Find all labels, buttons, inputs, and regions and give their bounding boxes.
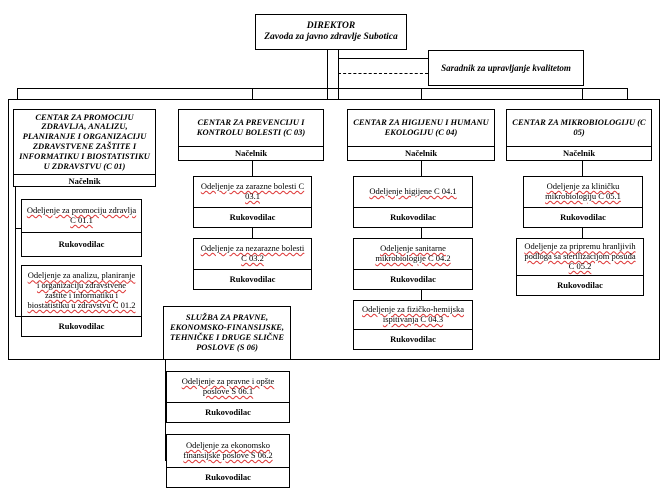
unit-c05-2-name: Odeljenje za pripremu hranljivih podloga… [524,241,636,271]
connector [327,49,328,99]
unit-c04-3-name: Odeljenje za fizičko-hemijska ispitivanj… [362,304,464,324]
unit-c04-2-name: Odeljenje sanitarne mikrobiologije C 04.… [375,243,451,263]
unit-s06-1-lead: Rukovodilac [167,402,289,423]
connector [15,316,21,317]
center-frame [8,99,660,360]
unit-c03-2-lead: Rukovodilac [194,269,311,290]
unit-c04-1: Odeljenje higijene C 04.1 Rukovodilac [353,176,473,228]
unit-c01-1: Odeljenje za promociju zdravlja C 01.1 R… [21,199,142,257]
center-c05: CENTAR ZA MIKROBIOLOGIJU (C 05) Načelnik [506,109,652,161]
service-s06: SLUŽBA ZA PRAVNE, EKONOMSKO-FINANSIJSKE,… [163,306,291,360]
unit-c01-2: Odeljenje za analizu, planiranje i organ… [21,265,142,337]
connector [421,228,422,238]
unit-s06-1: Odeljenje za pravne i opšte poslove S 06… [166,371,290,423]
connector [338,49,339,99]
connector [421,161,422,176]
quality-box: Saradnik za upravljanje kvalitetom [428,50,584,86]
unit-c05-1: Odeljenje za kliničku mikrobiologiju C 0… [523,176,643,228]
connector [338,58,428,59]
connector [252,228,253,238]
unit-c01-1-name: Odeljenje za promociju zdravlja C 01.1 [26,205,137,225]
unit-s06-2-name: Odeljenje za ekonomsko finansijske poslo… [183,440,273,460]
center-c05-title: CENTAR ZA MIKROBIOLOGIJU (C 05) [512,117,646,137]
unit-c05-1-name: Odeljenje za kliničku mikrobiologiju C 0… [545,181,621,201]
quality-label: Saradnik za upravljanje kvalitetom [441,62,571,73]
unit-s06-1-name: Odeljenje za pravne i opšte poslove S 06… [181,376,275,396]
unit-c01-2-name: Odeljenje za analizu, planiranje i organ… [27,270,136,310]
center-c05-head: Načelnik [507,146,651,161]
unit-c03-2-name: Odeljenje za nezarazne bolesti C 03.2 [200,243,305,263]
connector [252,161,253,176]
unit-c01-2-lead: Rukovodilac [22,316,141,337]
unit-c05-1-lead: Rukovodilac [524,207,642,228]
connector [421,290,422,300]
center-c01-title: CENTAR ZA PROMOCIJU ZDRAVLJA, ANALIZU, P… [19,111,150,171]
connector [17,88,628,89]
unit-c04-3-lead: Rukovodilac [354,329,472,350]
director-box: DIREKTOR Zavoda za javno zdravlje Suboti… [255,14,407,50]
connector [582,161,583,176]
unit-c04-2-lead: Rukovodilac [354,269,472,290]
center-c03-head: Načelnik [179,146,323,161]
connector [252,88,253,100]
service-s06-title: SLUŽBA ZA PRAVNE, EKONOMSKO-FINANSIJSKE,… [169,312,285,352]
connector [165,360,166,460]
dashed-connector [338,73,428,74]
unit-c03-1-name: Odeljenje za zarazne bolesti C 03.1 [200,181,305,201]
unit-c05-2: Odeljenje za pripremu hranljivih podloga… [516,238,644,296]
unit-c03-1: Odeljenje za zarazne bolesti C 03.1 Ruko… [193,176,312,228]
unit-c04-1-name: Odeljenje higijene C 04.1 [369,186,457,197]
center-c03-title: CENTAR ZA PREVENCIJU I KONTROLU BOLESTI … [196,117,306,137]
unit-c04-2: Odeljenje sanitarne mikrobiologije C 04.… [353,238,473,290]
director-title: DIREKTOR [306,21,356,32]
center-c01: CENTAR ZA PROMOCIJU ZDRAVLJA, ANALIZU, P… [13,109,156,187]
unit-c05-2-lead: Rukovodilac [517,275,643,296]
director-subtitle: Zavoda za javno zdravlje Subotica [264,32,398,42]
connector [15,228,21,229]
center-c04-head: Načelnik [348,146,494,161]
unit-c04-3: Odeljenje za fizičko-hemijska ispitivanj… [353,300,473,350]
unit-c03-2: Odeljenje za nezarazne bolesti C 03.2 Ru… [193,238,312,290]
center-c04-title: CENTAR ZA HIGIJENU I HUMANU EKOLOGIJU (C… [353,117,489,137]
unit-s06-2-lead: Rukovodilac [167,467,289,488]
unit-c04-1-lead: Rukovodilac [354,207,472,228]
unit-s06-2: Odeljenje za ekonomsko finansijske poslo… [166,434,290,488]
connector [15,187,16,317]
connector [582,228,583,238]
unit-c01-1-lead: Rukovodilac [22,232,141,257]
center-c01-head: Načelnik [14,174,155,188]
center-c03: CENTAR ZA PREVENCIJU I KONTROLU BOLESTI … [178,109,324,161]
connector [582,88,583,100]
connector [627,88,628,99]
connector [17,88,18,99]
center-c04: CENTAR ZA HIGIJENU I HUMANU EKOLOGIJU (C… [347,109,495,161]
connector [421,88,422,100]
unit-c03-1-lead: Rukovodilac [194,207,311,228]
